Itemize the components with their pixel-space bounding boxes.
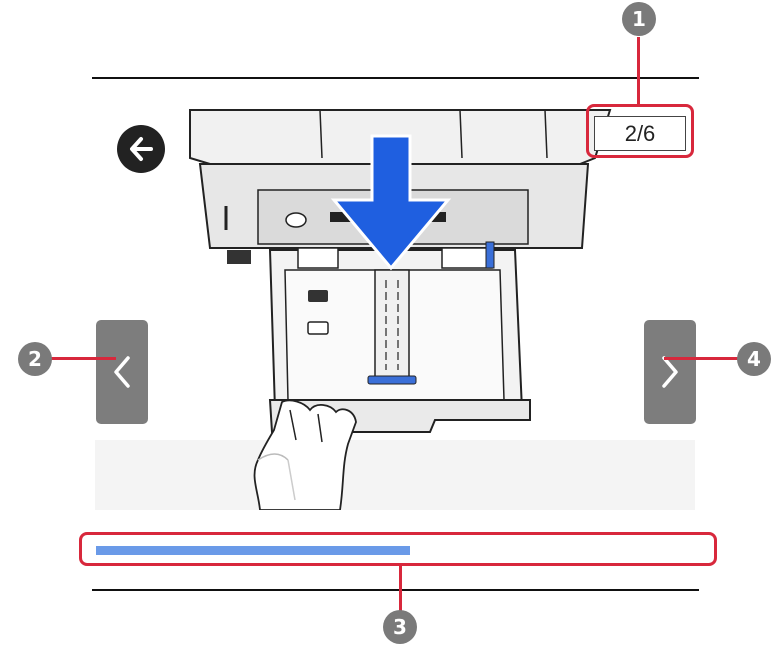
previous-button[interactable]	[96, 320, 148, 424]
page-indicator-text: 2/6	[624, 120, 656, 146]
chevron-right-icon	[662, 356, 678, 388]
callout-badge-1: 1	[622, 2, 656, 36]
callout-badge-4: 4	[737, 342, 771, 376]
callout-line-3	[399, 566, 402, 616]
callout-line-1	[637, 37, 640, 105]
next-button[interactable]	[644, 320, 696, 424]
bottom-divider	[92, 589, 699, 591]
callout-badge-2: 2	[18, 342, 52, 376]
top-divider	[92, 77, 699, 79]
callout-highlight-progress-bar	[79, 532, 717, 566]
callout-line-4	[664, 357, 749, 360]
page-indicator: 2/6	[594, 116, 686, 151]
callout-line-2	[50, 357, 116, 360]
callout-highlight-page-indicator	[586, 104, 694, 158]
chevron-left-icon	[114, 356, 130, 388]
back-arrow-icon	[130, 137, 153, 161]
printer-illustration	[95, 109, 695, 510]
callout-badge-3: 3	[383, 610, 417, 644]
progress-bar-fill	[96, 546, 410, 555]
progress-bar	[84, 534, 712, 564]
back-button[interactable]	[117, 125, 165, 173]
